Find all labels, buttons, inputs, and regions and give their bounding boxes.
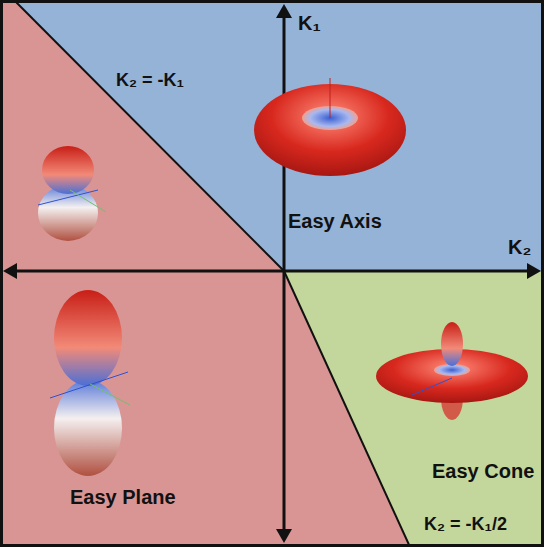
peanut-figure xyxy=(50,290,130,476)
arrow-head xyxy=(276,529,292,543)
arrow-head xyxy=(276,4,292,18)
region-label: Easy Plane xyxy=(70,486,176,509)
lobe-figure xyxy=(38,146,106,241)
region-label: Easy Cone xyxy=(432,460,534,483)
arrow-head xyxy=(3,263,17,279)
cone-figure xyxy=(376,322,528,420)
axis-label: K₁ xyxy=(298,12,321,35)
axis-label: K₂ xyxy=(508,236,531,259)
torus-figure xyxy=(254,78,406,176)
region-label: Easy Axis xyxy=(288,210,382,233)
boundary-label: K₂ = -K₁/2 xyxy=(424,514,507,535)
boundary-line xyxy=(14,0,284,271)
k2-axis xyxy=(12,270,532,273)
k1-axis xyxy=(283,14,286,533)
boundary-line xyxy=(284,271,410,547)
easy-plane-region xyxy=(0,0,410,547)
arrow-head xyxy=(527,263,541,279)
boundary-label: K₂ = -K₁ xyxy=(116,70,184,91)
